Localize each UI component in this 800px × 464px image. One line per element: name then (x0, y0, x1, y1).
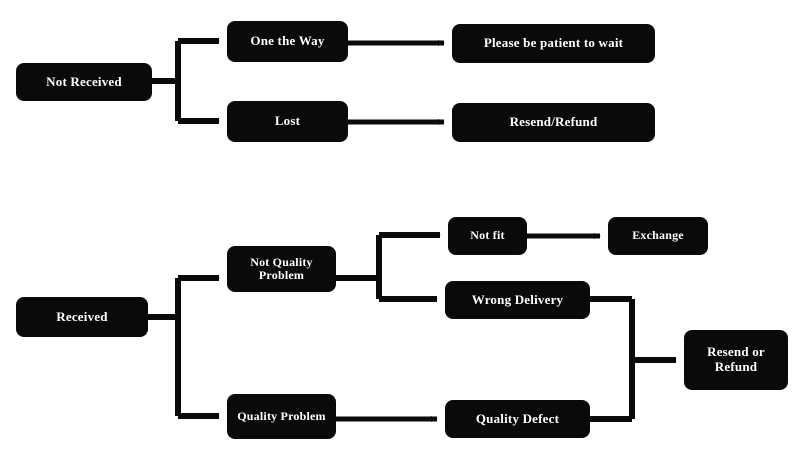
node-please-be-patient-to-wait[interactable]: Please be patient to wait (452, 24, 655, 63)
node-label: Wrong Delivery (471, 291, 564, 307)
node-label: Resend or Refund (707, 344, 765, 374)
node-received[interactable]: Received (16, 297, 148, 337)
edge-received-split (148, 274, 220, 420)
node-not-fit[interactable]: Not fit (448, 217, 527, 255)
node-label: Exchange (632, 228, 684, 243)
node-wrong-delivery[interactable]: Wrong Delivery (445, 281, 590, 319)
node-quality-problem[interactable]: Quality Problem (227, 394, 336, 439)
node-label: One the Way (250, 33, 325, 49)
node-quality-defect[interactable]: Quality Defect (445, 400, 590, 438)
node-label: Not Quality Problem (250, 254, 313, 282)
node-not-quality-problem[interactable]: Not Quality Problem (227, 246, 336, 292)
edge-not-quality-split (336, 231, 441, 303)
node-label: Lost (274, 113, 301, 129)
node-label: Resend/Refund (509, 114, 598, 130)
node-label: Quality Defect (475, 410, 560, 426)
edge-merge-to-resend-or-refund (590, 296, 677, 422)
node-label: Please be patient to wait (483, 35, 624, 51)
edge-not-received-split (152, 37, 220, 125)
node-resend-or-refund[interactable]: Resend or Refund (684, 330, 788, 390)
node-resend-refund[interactable]: Resend/Refund (452, 103, 655, 142)
node-not-received[interactable]: Not Received (16, 63, 152, 101)
node-one-the-way[interactable]: One the Way (227, 21, 348, 62)
node-exchange[interactable]: Exchange (608, 217, 708, 255)
node-label: Received (56, 308, 108, 324)
node-lost[interactable]: Lost (227, 101, 348, 142)
node-label: Not fit (470, 228, 505, 243)
node-label: Not Received (46, 73, 122, 89)
node-label: Quality Problem (237, 408, 326, 423)
